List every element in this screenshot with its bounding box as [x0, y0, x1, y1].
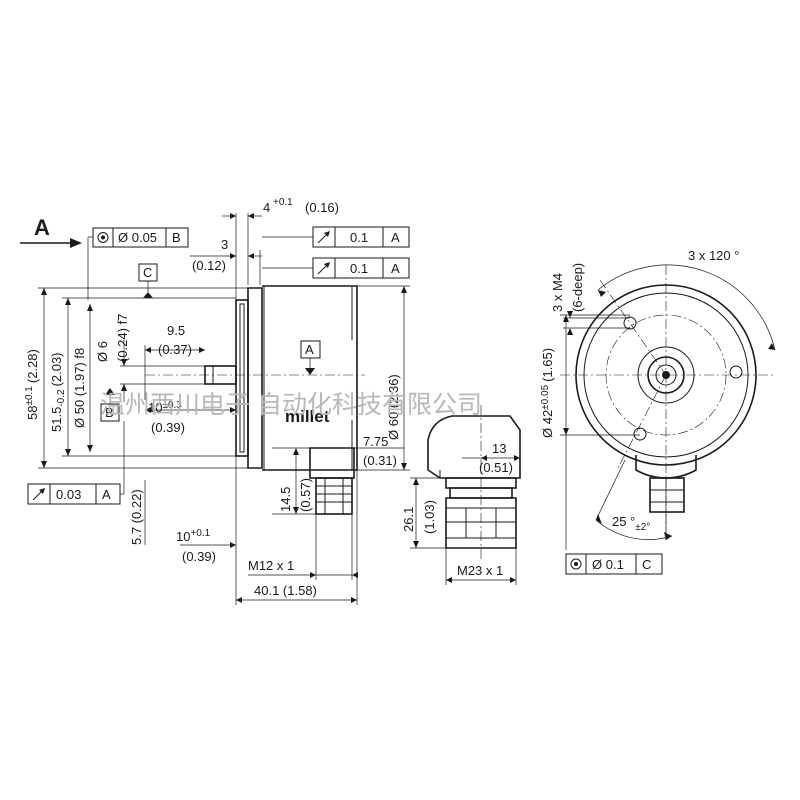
- dim-m4-deep: (6-deep): [570, 263, 585, 312]
- dim-10a-in: (0.39): [151, 420, 185, 435]
- dim-dia6-rest: (0.24) f7: [115, 314, 130, 362]
- datum-a-label: A: [305, 342, 314, 357]
- fcf-concentric-left: Ø 0.05 B: [87, 227, 189, 300]
- dim-dia6: Ø 6: [95, 341, 110, 362]
- dim-14-5: 14.5: [278, 487, 293, 512]
- fcf-second-value: 0.1: [350, 261, 368, 276]
- angle-25: 25 °±2°: [595, 459, 673, 540]
- dim-4-in: (0.16): [305, 200, 339, 215]
- view-label: A: [34, 215, 50, 240]
- fcf-bl-value: 0.03: [56, 487, 81, 502]
- watermark-text: 温州西川电子 自动化科技有限公司: [100, 391, 482, 419]
- left-vertical-dimensions: 58±0.1(2.28) 51.5-0.2(2.03) Ø 50 (1.97) …: [24, 287, 248, 469]
- dim-m23: M23 x 1: [457, 563, 503, 578]
- dim-angle-25: 25 °±2°: [612, 514, 650, 533]
- fcf-right-value: Ø 0.1: [592, 557, 624, 572]
- angle-120: 3 x 120 °: [597, 248, 776, 351]
- fcf-runout-bottom-left: 0.03 A: [27, 421, 125, 505]
- datum-c: C: [138, 263, 158, 298]
- fcf-bl-ref: A: [102, 487, 111, 502]
- datum-c-label: C: [143, 265, 152, 280]
- top-dimensions: 4 +0.1 (0.16) 3 (0.12): [190, 197, 339, 300]
- dim-m12: M12 x 1: [248, 558, 294, 573]
- dim-10b: 10+0.1: [176, 528, 211, 544]
- dim-7-75-in: (0.31): [363, 453, 397, 468]
- shaft-dimensions: 9.5 (0.37) 10±0.3 (0.39) 5.7 (0.22): [129, 323, 236, 545]
- dim-51-5: 51.5-0.2(2.03): [49, 352, 67, 432]
- dim-dia60: Ø 60 (2.36): [386, 374, 401, 440]
- fcf-top-ref: A: [391, 230, 400, 245]
- dim-58: 58±0.1(2.28): [24, 349, 40, 420]
- dim-10b-in: (0.39): [182, 549, 216, 564]
- dim-3-in: (0.12): [192, 258, 226, 273]
- fcf-left-value: Ø 0.05: [118, 230, 157, 245]
- fcf-right-ref: C: [642, 557, 651, 572]
- view-arrow-a: A: [20, 215, 82, 248]
- fcf-runout-top: 0.1 A: [262, 226, 410, 248]
- datum-b-label: B: [105, 405, 114, 420]
- dia42-dim: Ø 42±0.05(1.65): [540, 314, 640, 550]
- dim-dia42: Ø 42±0.05(1.65): [540, 348, 555, 438]
- m4-thread-dim: 3 x M4 (6-deep): [550, 263, 630, 335]
- dim-9-5: 9.5: [167, 323, 185, 338]
- brand-logo: millet: [285, 407, 330, 426]
- fcf-runout-second: 0.1 A: [262, 257, 410, 279]
- dim-7-75: 7.75: [363, 434, 388, 449]
- bottom-dimensions: 10+0.1 (0.39) M12 x 1 40.1 (1.58) 14.5 (…: [176, 447, 358, 605]
- fcf-concentric-right: Ø 0.1 C: [565, 553, 663, 575]
- dim-dia50: Ø 50 (1.97) f8: [72, 348, 87, 428]
- right-side-dimensions: Ø 60 (2.36) 7.75 (0.31): [354, 285, 410, 471]
- dim-14-5-in: (0.57): [298, 478, 313, 512]
- dim-4: 4: [263, 200, 270, 215]
- fcf-top-value: 0.1: [350, 230, 368, 245]
- side-view-body: A millet: [145, 285, 365, 515]
- fcf-left-ref: B: [172, 230, 181, 245]
- dim-26-1: 26.1: [401, 507, 416, 532]
- front-view: [560, 265, 775, 540]
- dim-5-7: 5.7 (0.22): [129, 489, 144, 545]
- dim-13-in: (0.51): [479, 460, 513, 475]
- dim-10a: 10±0.3: [148, 400, 182, 415]
- dim-13: 13: [492, 441, 506, 456]
- fcf-second-ref: A: [391, 261, 400, 276]
- dim-3: 3: [221, 237, 228, 252]
- dim-angle-120: 3 x 120 °: [688, 248, 739, 263]
- dim-4-tol: +0.1: [273, 197, 293, 208]
- dim-26-1-in: (1.03): [422, 500, 437, 534]
- dim-9-5-in: (0.37): [158, 342, 192, 357]
- connector-m23-view: 13 (0.51) 26.1 (1.03) M23 x 1: [401, 405, 521, 585]
- dim-40-1: 40.1 (1.58): [254, 583, 317, 598]
- dim-m4: 3 x M4: [550, 273, 565, 312]
